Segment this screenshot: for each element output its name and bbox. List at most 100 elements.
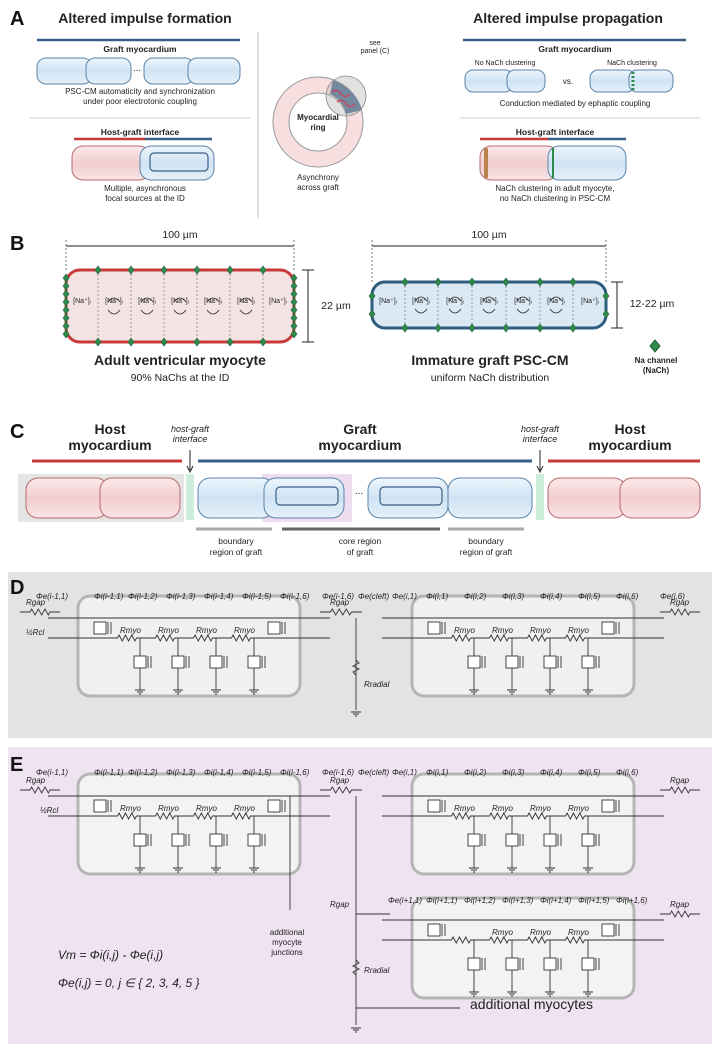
additional-junctions-label: additional myocyte junctions xyxy=(269,928,305,957)
resistor xyxy=(480,936,518,944)
phi-label: Φe(i+1,1) xyxy=(388,896,423,905)
resistor-label: Rmyo xyxy=(158,626,179,635)
ion-channel-box xyxy=(581,833,595,847)
ground-icon xyxy=(135,867,145,873)
ion-channel-box xyxy=(467,957,481,971)
host-left-label: Host myocardium xyxy=(68,421,152,454)
ground-icon xyxy=(583,689,593,695)
nach-icon xyxy=(569,277,577,287)
phi-label: Φi(i,2) xyxy=(464,768,487,777)
c-ellipsis: ... xyxy=(354,486,364,497)
ground-icon xyxy=(351,711,361,717)
ground-icon xyxy=(351,1027,361,1033)
phi-label: Φi(i-1,1) xyxy=(94,592,124,601)
nach-icon xyxy=(290,305,298,315)
phi-label: Φe(i-1,1) xyxy=(36,592,69,601)
ion-channel-box xyxy=(601,621,615,635)
flux-arrow xyxy=(448,296,462,314)
phi-label: Φi(i-1,1) xyxy=(94,768,124,777)
resistor xyxy=(108,812,146,820)
resistor-label: Rradial xyxy=(364,680,390,689)
nach-icon xyxy=(602,291,610,301)
ground-icon xyxy=(545,991,555,997)
resistor xyxy=(20,608,60,616)
phi-label: Φi(i-1,6) xyxy=(280,592,310,601)
panel-a-letter: A xyxy=(10,8,25,30)
nach-icon xyxy=(290,321,298,331)
height-right: 12-22 µm xyxy=(629,298,675,310)
nach-icon xyxy=(259,337,267,347)
resistor xyxy=(518,812,556,820)
myocyte-compartment xyxy=(410,772,636,876)
resistor xyxy=(442,812,480,820)
phi-label: Φi(i,5) xyxy=(578,768,601,777)
flux-arrow xyxy=(206,297,220,315)
ground-icon xyxy=(507,991,517,997)
phi-label: Φi(i+1,3) xyxy=(502,896,534,905)
formation-interface-caption: Multiple, asynchronous focal sources at … xyxy=(104,184,186,203)
ring-caption: Asynchrony across graft xyxy=(297,173,339,192)
na-conc-label: [Na⁺]ᵢ xyxy=(171,298,189,305)
resistor-label: Rmyo xyxy=(454,626,475,635)
nach-icon xyxy=(290,313,298,323)
core-label: core region of graft xyxy=(338,536,382,557)
phi-label: Φi(i,2) xyxy=(464,592,487,601)
nach-icon xyxy=(160,265,168,275)
ion-channel-box xyxy=(247,655,261,669)
host-graft-label-right: Host-graft interface xyxy=(515,127,595,137)
phi-label: Φe(cleft) xyxy=(358,592,390,601)
nach-icon xyxy=(62,305,70,315)
resistor-label: Rmyo xyxy=(530,804,551,813)
nach-icon xyxy=(226,337,234,347)
nach-icon xyxy=(193,337,201,347)
resistor-label: Rmyo xyxy=(234,804,255,813)
resistor xyxy=(480,634,518,642)
resistor-label: Rmyo xyxy=(234,626,255,635)
na-conc-label: [Na⁺]ᵢ xyxy=(269,298,287,305)
resistor-label: Rmyo xyxy=(568,928,589,937)
resistor xyxy=(222,634,260,642)
na-conc-label: [Na⁺]ᵢ xyxy=(581,298,599,305)
nach-icon xyxy=(368,309,376,319)
circuit-diagrams xyxy=(20,594,700,1033)
ion-channel-box xyxy=(267,799,281,813)
na-conc-label: [Na⁺]ᵢ xyxy=(547,298,565,305)
myocardial-ring xyxy=(272,75,367,168)
ground-icon xyxy=(135,689,145,695)
resistor-label: Rmyo xyxy=(492,928,513,937)
ground-icon xyxy=(583,991,593,997)
resistor-label: Rmyo xyxy=(196,804,217,813)
resistor-label: Rradial xyxy=(364,966,390,975)
ion-channel-box xyxy=(601,799,615,813)
nach-icon xyxy=(94,337,102,347)
resistor-label: ½Rcl xyxy=(40,806,59,815)
host-graft-label: Host-graft interface xyxy=(100,127,180,137)
ground-icon xyxy=(469,689,479,695)
panel-e-letter: E xyxy=(10,754,24,776)
phi-label: Φi(i-1,6) xyxy=(280,768,310,777)
ground-icon xyxy=(583,867,593,873)
phi-label: Φi(i-1,4) xyxy=(204,592,234,601)
nach-icon xyxy=(193,265,201,275)
nach-icon xyxy=(434,323,442,333)
flux-arrow xyxy=(414,296,428,314)
ground-icon xyxy=(249,689,259,695)
propagation-title: Altered impulse propagation xyxy=(473,10,663,26)
phi-label: Φe(i-1,6) xyxy=(322,768,355,777)
nach-icon xyxy=(62,297,70,307)
resistor-label: Rmyo xyxy=(120,626,141,635)
resistor xyxy=(184,812,222,820)
phi-label: Φi(i,4) xyxy=(540,768,563,777)
resistor xyxy=(480,812,518,820)
boundary-left-label: boundary region of graft xyxy=(209,536,263,557)
resistor xyxy=(222,812,260,820)
ground-icon xyxy=(211,689,221,695)
nach-icon xyxy=(502,323,510,333)
formation-graft-caption: PSC-CM automaticity and synchronization … xyxy=(65,87,215,106)
resistor xyxy=(518,634,556,642)
phi-label: Φi(i-1,5) xyxy=(242,592,272,601)
resistor xyxy=(556,936,594,944)
nach-icon xyxy=(290,273,298,283)
phi-label: Φe(i,6) xyxy=(660,592,685,601)
phi-label: Φi(i,1) xyxy=(426,768,449,777)
